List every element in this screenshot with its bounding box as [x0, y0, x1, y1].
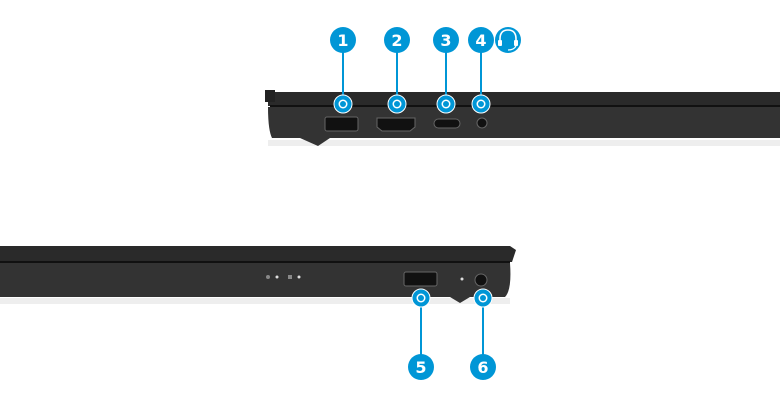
callout-number: 2: [391, 31, 402, 50]
callout-number-badge: [433, 27, 459, 53]
callout-marker-dot: [480, 295, 486, 301]
audio-jack: [476, 117, 488, 129]
callout-number-badge: [470, 354, 496, 380]
callout-marker-dot: [340, 101, 346, 107]
callout-5: 5: [408, 288, 434, 380]
callout-number: 1: [337, 31, 348, 50]
power-connector: [474, 273, 488, 287]
hdmi-port: [376, 117, 416, 132]
callout-3: 3: [433, 27, 459, 114]
callout-marker-dot: [394, 101, 400, 107]
callout-1: 1: [330, 27, 356, 114]
callout-2: 2: [384, 27, 410, 114]
callout-4: 4: [468, 27, 521, 114]
headset-icon: [495, 27, 521, 53]
callout-number-badge: [408, 354, 434, 380]
callout-marker-dot: [443, 101, 449, 107]
callout-number: 3: [440, 31, 451, 50]
callout-number: 6: [477, 358, 488, 377]
callout-number-badge: [468, 27, 494, 53]
callout-number: 5: [415, 358, 426, 377]
callout-number: 4: [475, 31, 486, 50]
callout-number-badge: [384, 27, 410, 53]
usb-a-port: [324, 116, 359, 132]
callout-6: 6: [470, 288, 496, 380]
usb-c-port: [433, 118, 461, 129]
callout-marker-dot: [418, 295, 424, 301]
usb-a-port: [403, 271, 438, 287]
callout-number-badge: [330, 27, 356, 53]
callout-marker-dot: [478, 101, 484, 107]
laptop-right-side: [0, 246, 516, 304]
